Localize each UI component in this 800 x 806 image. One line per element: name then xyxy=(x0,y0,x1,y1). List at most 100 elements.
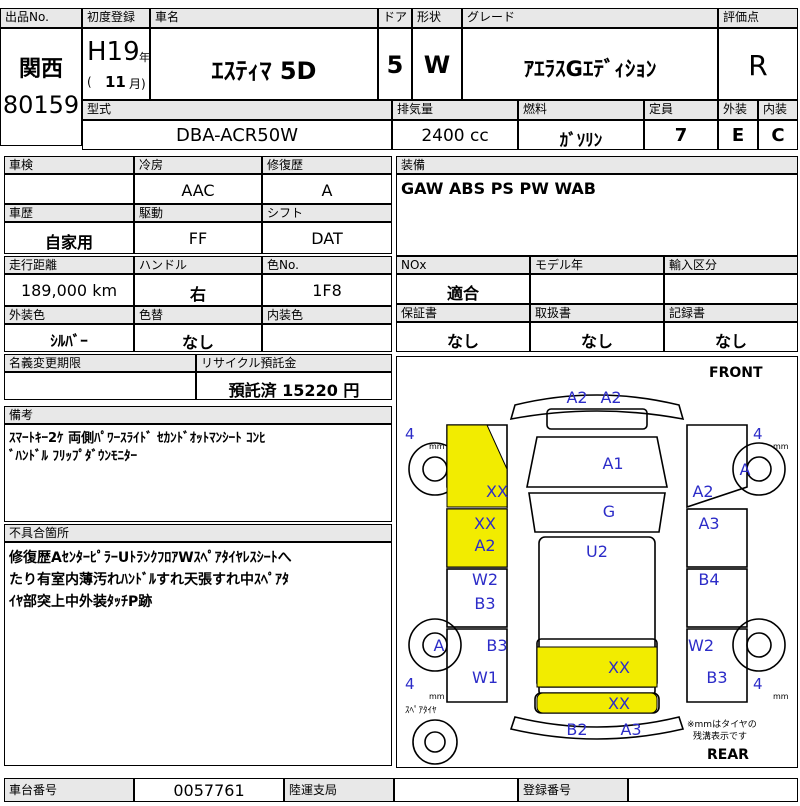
mark-front-bumper-2: A2 xyxy=(600,388,621,407)
remarks-box: ｽﾏｰﾄｷｰ2ｹ 両側ﾊﾟﾜｰｽﾗｲﾄﾞ ｾｶﾝﾄﾞｵｯﾄﾏﾝｼｰﾄ ｺﾝﾋ ﾞ… xyxy=(4,424,392,522)
mileage-cell: 189,000 km xyxy=(4,274,134,306)
first-reg-label: 初度登録 xyxy=(82,8,150,28)
mileage: 189,000 km xyxy=(20,281,118,300)
lot-no-label: 出品No. xyxy=(0,8,82,28)
manual-label: 取扱書 xyxy=(530,304,664,322)
mark-spare-area: XX xyxy=(608,694,630,713)
remarks-line-2: ﾞﾊﾝﾄﾞﾙ ﾌﾘｯﾌﾟﾀﾞｳﾝﾓﾆﾀｰ xyxy=(9,449,138,464)
car-diagram: A2 A2 A1 A XX A2 G A3 XX A2 U2 W2 B3 B4 … xyxy=(405,365,789,765)
drive-label: 駆動 xyxy=(134,204,262,222)
wheel-fr xyxy=(732,442,786,496)
recycle-label: リサイクル預託金 xyxy=(196,354,392,372)
drive: FF xyxy=(188,229,208,248)
shift: DAT xyxy=(311,229,343,248)
mark-right-rear-qtr: B3 xyxy=(706,668,727,687)
venue: 関西 xyxy=(18,57,63,82)
mm-fr: mm xyxy=(773,442,789,451)
ac-label: 冷房 xyxy=(134,156,262,174)
right-front-door-outline xyxy=(686,508,748,568)
era-year: H19 xyxy=(87,37,140,67)
color-no: 1F8 xyxy=(312,281,342,300)
color-swap-cell: なし xyxy=(134,324,262,352)
mark-right-front-fender: A2 xyxy=(692,482,713,501)
mm-fl: mm xyxy=(429,442,445,451)
mark-rear-bumper-2: A3 xyxy=(620,720,641,739)
exterior-label: 外装 xyxy=(718,100,758,120)
mm-note-2: 残溝表示です xyxy=(693,730,747,742)
mark-left-rear-qtr: W1 xyxy=(472,668,498,687)
mark-cabin: U2 xyxy=(586,542,608,561)
highlight-left-front-door xyxy=(446,508,508,568)
import-label: 輸入区分 xyxy=(664,256,798,274)
capacity-label: 定員 xyxy=(644,100,718,120)
score: R xyxy=(748,49,768,82)
history-label: 車歴 xyxy=(4,204,134,222)
tread-rl: 4 xyxy=(405,675,415,693)
repair-label: 修復歴 xyxy=(262,156,392,174)
history: 自家用 xyxy=(44,233,93,252)
damage-diagram-panel: A2 A2 A1 A XX A2 G A3 XX A2 U2 W2 B3 B4 … xyxy=(396,356,798,768)
warranty-label: 保証書 xyxy=(396,304,530,322)
record: なし xyxy=(714,332,747,351)
exterior-grade: E xyxy=(731,125,745,146)
car-name: ｴｽﾃｨﾏ 5D xyxy=(211,57,317,85)
model-label: 型式 xyxy=(82,100,392,120)
history-cell: 自家用 xyxy=(4,222,134,254)
shape-label: 形状 xyxy=(412,8,462,28)
capacity: 7 xyxy=(674,125,688,146)
wheel-rl xyxy=(408,618,462,672)
model-year-label: モデル年 xyxy=(530,256,664,274)
inspection-label: 車検 xyxy=(4,156,134,174)
color-no-label: 色No. xyxy=(262,256,392,274)
ac-cell: AAC xyxy=(134,174,262,204)
ext-color: ｼﾙﾊﾞｰ xyxy=(50,332,88,350)
hood-outline xyxy=(526,436,668,488)
color-swap: なし xyxy=(181,333,214,352)
lot-cell: 関西 80159 xyxy=(0,28,82,146)
grade: ｱｴﾗｽGｴﾃﾞｨｼｮﾝ xyxy=(523,57,657,81)
shape: W xyxy=(423,51,451,79)
windshield-outline xyxy=(528,492,666,533)
defects-line-1: 修復歴AｾﾝﾀｰﾋﾟﾗｰUﾄﾗﾝｸﾌﾛｱWｽﾍﾟｱﾀｲﾔﾚｽｼｰﾄへ xyxy=(9,550,292,566)
handle-cell: 右 xyxy=(134,274,262,306)
mileage-label: 走行距離 xyxy=(4,256,134,274)
handle-label: ハンドル xyxy=(134,256,262,274)
mark-wheel-fr: A xyxy=(740,460,751,479)
mark-trunk-floor: XX xyxy=(608,658,630,677)
mark-left-rear-door-1: W2 xyxy=(472,570,498,589)
door-label: ドア xyxy=(378,8,412,28)
color-swap-label: 色替 xyxy=(134,306,262,324)
front-bumper-outline xyxy=(509,394,685,421)
displacement-cell: 2400 cc xyxy=(392,120,518,150)
remarks-line-1: ｽﾏｰﾄｷｰ2ｹ 両側ﾊﾟﾜｰｽﾗｲﾄﾞ ｾｶﾝﾄﾞｵｯﾄﾏﾝｼｰﾄ ｺﾝﾋ xyxy=(9,431,266,446)
tread-fl: 4 xyxy=(405,425,415,443)
year-unit: 年 xyxy=(139,51,150,64)
mark-roof: G xyxy=(603,502,615,521)
doors-cell: 5 xyxy=(378,28,412,100)
tread-rr: 4 xyxy=(753,675,763,693)
ext-color-label: 外装色 xyxy=(4,306,134,324)
displacement: 2400 cc xyxy=(421,126,489,146)
chassis-label: 車台番号 xyxy=(4,778,134,802)
defects-line-2: たり有室内薄汚れﾊﾝﾄﾞﾙすれ天張すれ中ｽﾍﾟｱﾀ xyxy=(9,572,289,588)
shape-cell: W xyxy=(412,28,462,100)
doors: 5 xyxy=(386,51,404,79)
mark-left-front-fender: XX xyxy=(486,482,508,501)
spare-tire-label: ｽﾍﾟｱﾀｲﾔ xyxy=(405,705,437,716)
defects-line-3: ｲﾔ部突上中外装ﾀｯﾁP跡 xyxy=(9,594,153,610)
transport-label: 陸運支局 xyxy=(284,778,394,802)
fuel: ｶﾞｿﾘﾝ xyxy=(559,131,603,150)
mark-right-front-door: A3 xyxy=(698,514,719,533)
mm-rr: mm xyxy=(773,692,789,701)
score-label: 評価点 xyxy=(718,8,798,28)
mark-hood: A1 xyxy=(602,454,623,473)
defects-box: 修復歴AｾﾝﾀｰﾋﾟﾗｰUﾄﾗﾝｸﾌﾛｱWｽﾍﾟｱﾀｲﾔﾚｽｼｰﾄへ たり有室内… xyxy=(4,542,392,766)
mark-right-rear-fender: W2 xyxy=(688,636,714,655)
equipment-cell: GAW ABS PS PW WAB xyxy=(396,174,798,256)
mark-left-front-door-2: A2 xyxy=(474,536,495,555)
mark-left-rear-fender: B3 xyxy=(486,636,507,655)
name-change-cell xyxy=(4,372,196,400)
repair-cell: A xyxy=(262,174,392,204)
fuel-label: 燃料 xyxy=(518,100,644,120)
displacement-label: 排気量 xyxy=(392,100,518,120)
